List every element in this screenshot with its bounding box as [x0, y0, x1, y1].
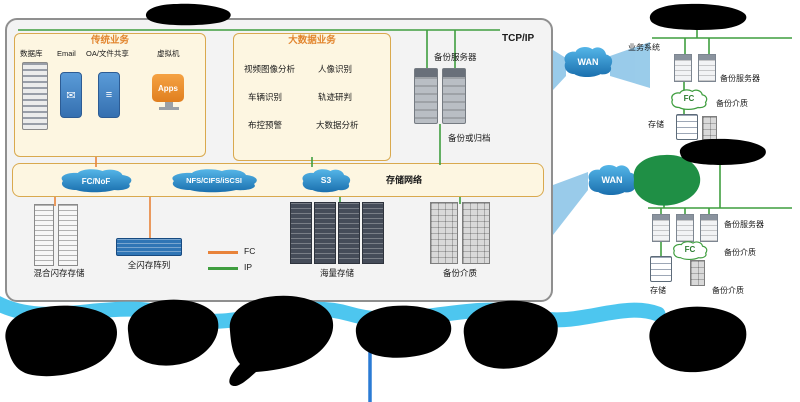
mass-storage-icon [362, 202, 384, 264]
mass-storage-icon [338, 202, 360, 264]
ink-title-site-top [649, 3, 747, 30]
fc-nof-cloud-label: FC/NoF [81, 177, 111, 186]
site-bottom-server-icon [700, 214, 718, 242]
backup-media-icon [430, 202, 458, 264]
site-top-server-icon [698, 54, 716, 82]
site-bottom-backup-media-label: 备份介质 [712, 286, 744, 295]
ink-blob [355, 305, 452, 358]
site-bottom-media-icon [690, 260, 705, 286]
bigdata-item-trajectory: 轨迹研判 [318, 92, 353, 102]
mass-storage-icon [290, 202, 312, 264]
bigdata-item-analysis: 大数据分析 [316, 120, 359, 130]
site-bottom-server-icon [652, 214, 670, 242]
wan-label-bottom: WAN [601, 175, 623, 185]
oa-fileshare-icon: ≡ [98, 72, 120, 118]
mass-storage-label: 海量存储 [319, 268, 354, 278]
ip-network-lines [18, 27, 792, 260]
site-top-media-icon [702, 116, 717, 140]
site-bottom-storage-icon [650, 256, 672, 282]
backup-server-icon [414, 68, 438, 124]
vm-stand-base [159, 107, 179, 110]
bigdata-item-vehicle: 车辆识别 [248, 92, 283, 102]
storage-network-label: 存储网络 [386, 175, 423, 185]
app-label-email: Email [57, 49, 76, 58]
all-flash-array-icon [116, 238, 182, 256]
vm-stand-neck [165, 102, 173, 107]
fc-network-lines [54, 157, 151, 240]
backup-archive-label: 备份或归档 [448, 133, 491, 143]
backup-media-icon [462, 202, 490, 264]
site-top-backup-server-label: 备份服务器 [720, 74, 760, 83]
site-bottom-storage-label: 存储 [650, 286, 666, 295]
site-bottom-backup-media-fc-label: 备份介质 [724, 248, 756, 257]
ink-title-site-bottom [679, 138, 766, 165]
database-icon [22, 62, 48, 130]
ink-blob [5, 305, 117, 377]
business-system-label: 业务系统 [628, 43, 660, 52]
black-ink-blobs [5, 3, 766, 387]
legend-fc-label: FC [244, 246, 256, 256]
site-top-backup-media-label: 备份介质 [716, 99, 748, 108]
legend-ip-line [208, 267, 238, 270]
app-label-oa-share: OA/文件共享 [86, 49, 129, 58]
tcpip-label: TCP/IP [502, 33, 535, 44]
s3-cloud-label: S3 [320, 175, 332, 185]
site-bottom-backup-server-label: 备份服务器 [724, 220, 764, 229]
email-icon: ✉ [60, 72, 82, 118]
ink-blob [649, 306, 747, 373]
site-top-storage-label: 存储 [648, 120, 664, 129]
site-top-storage-icon [676, 114, 698, 140]
site-top-fc-label: FC [683, 94, 695, 103]
bigdata-item-alert: 布控预警 [248, 120, 283, 130]
backup-server-icon [442, 68, 466, 124]
mass-storage-icon [314, 202, 336, 264]
all-flash-label: 全闪存阵列 [127, 260, 171, 270]
cyan-marker-stroke [0, 296, 666, 329]
traditional-business-title: 传统业务 [90, 35, 129, 46]
ink-title-main [145, 3, 231, 26]
hybrid-flash-label: 混合闪存存储 [33, 268, 85, 278]
bigdata-item-face: 人像识别 [318, 64, 353, 74]
bigdata-business-title: 大数据业务 [288, 35, 336, 46]
backup-media-label: 备份介质 [442, 268, 477, 278]
wan-label-top: WAN [577, 57, 599, 67]
hybrid-flash-icon [58, 204, 78, 266]
legend-fc-line [208, 251, 238, 254]
app-label-vm: 虚拟机 [157, 49, 180, 58]
ink-blob [127, 299, 219, 366]
vm-apps-icon: Apps [152, 74, 184, 102]
site-top-server-icon [674, 54, 692, 82]
hybrid-flash-icon [34, 204, 54, 266]
nfs-cloud-label: NFS/CIFS/iSCSI [186, 176, 242, 185]
app-label-database: 数据库 [20, 49, 43, 58]
bigdata-item-video: 视频图像分析 [244, 64, 296, 74]
ink-blob [229, 295, 334, 387]
legend-ip-label: IP [244, 262, 253, 272]
green-ink-blob [633, 154, 701, 206]
ink-blob [463, 300, 558, 369]
backup-server-label: 备份服务器 [434, 52, 477, 62]
site-bottom-fc-label: FC [684, 245, 696, 254]
